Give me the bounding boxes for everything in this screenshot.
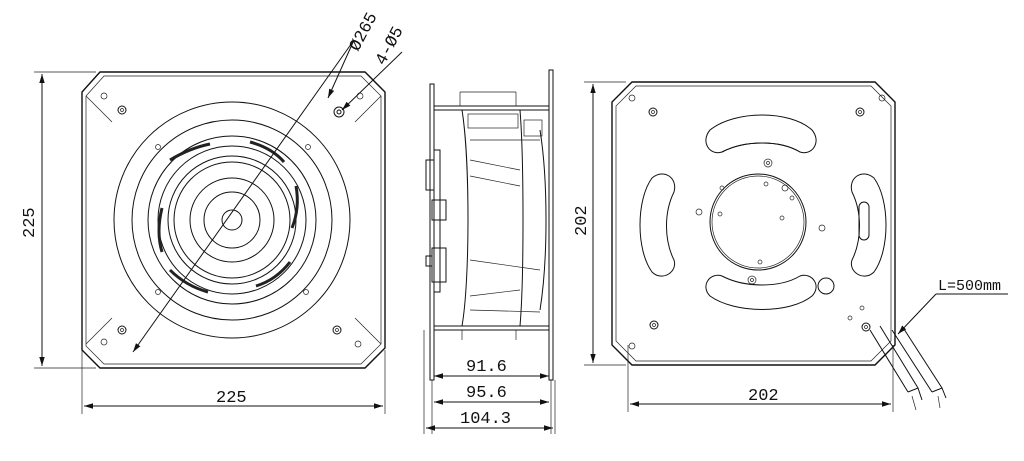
back-motor — [695, 158, 865, 321]
side-flange-left — [429, 83, 435, 381]
front-width-label: 225 — [216, 389, 247, 408]
back-frame — [611, 81, 896, 366]
front-frame — [81, 71, 386, 369]
back-slots — [639, 114, 887, 310]
front-height-label: 225 — [21, 207, 40, 238]
side-dim-1-label: 91.6 — [466, 358, 507, 377]
diameter-leader — [132, 39, 355, 353]
cable-length-label: L=500mm — [938, 278, 1001, 295]
side-dim-3-label: 104.3 — [460, 410, 511, 429]
back-height-label: 202 — [573, 205, 592, 236]
back-mounting-holes — [628, 94, 886, 350]
back-cable — [869, 325, 947, 411]
back-view: L=500mm 202 202 — [573, 81, 1008, 412]
holes-leader — [341, 51, 403, 111]
back-width-label: 202 — [748, 387, 779, 406]
side-view: 91.6 95.6 104.3 — [423, 69, 556, 434]
front-mounting-holes — [100, 92, 364, 348]
diameter-label: Ø265 — [347, 10, 383, 55]
fan-impeller — [113, 101, 351, 339]
front-frame-inner — [85, 75, 382, 365]
front-view: Ø265 4-Ø5 225 225 — [21, 10, 408, 414]
holes-label: 4-Ø5 — [373, 24, 409, 69]
side-dim-2-label: 95.6 — [466, 384, 507, 403]
side-flange-right — [548, 69, 554, 381]
